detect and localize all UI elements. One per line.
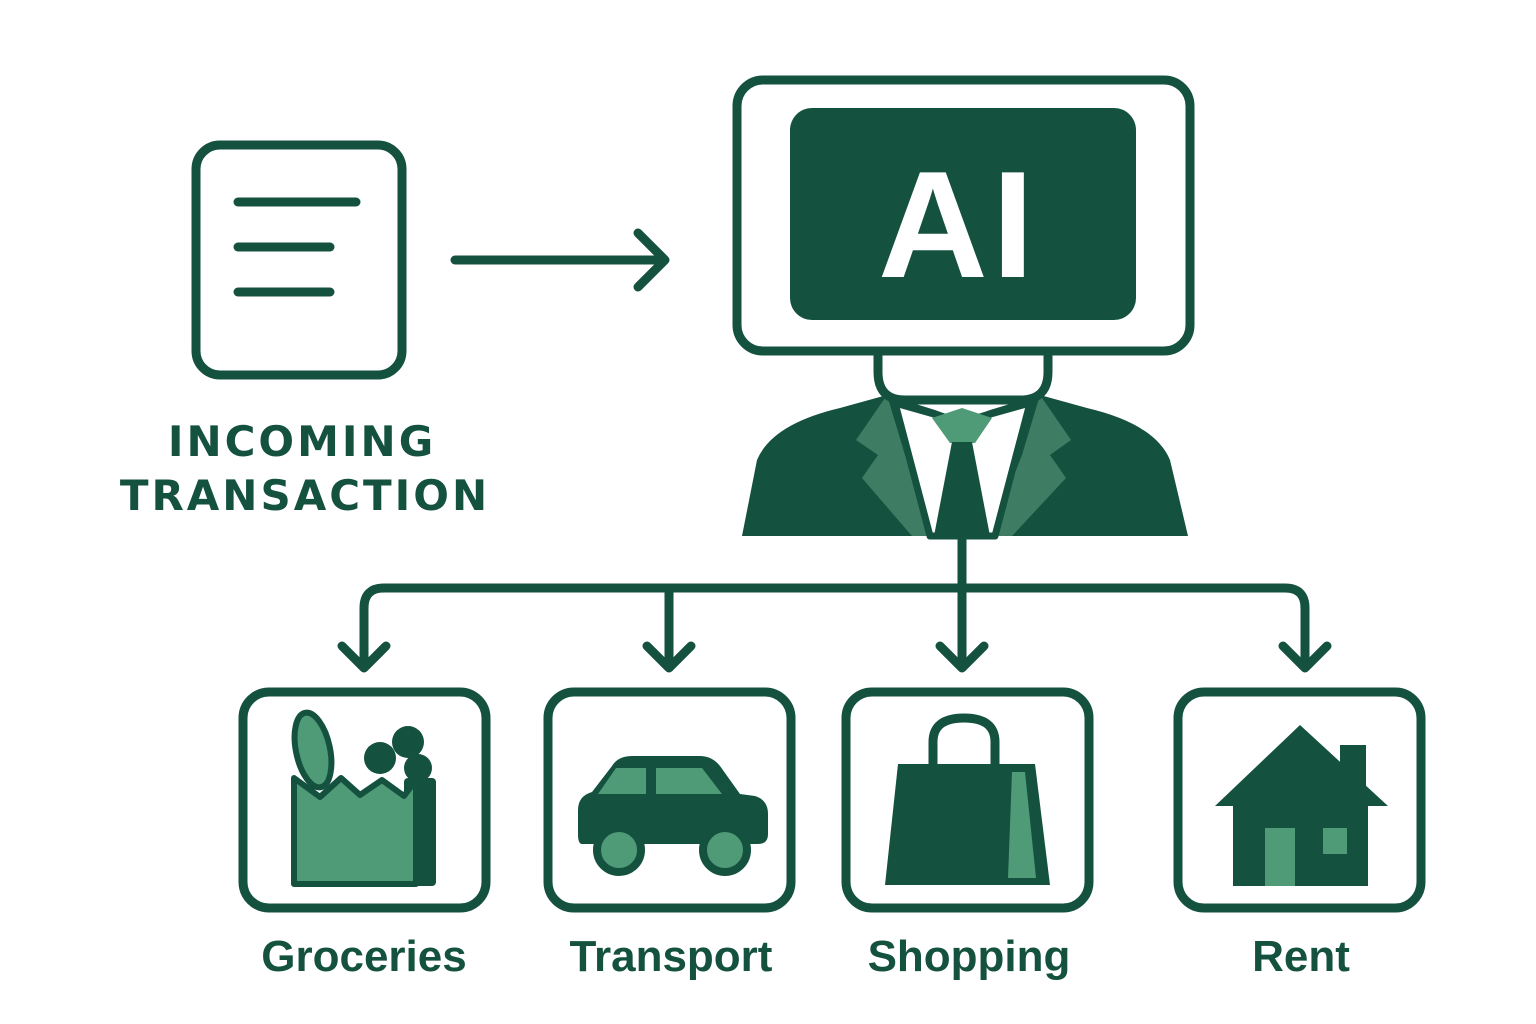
category-box-transport	[543, 687, 796, 913]
house-icon	[1215, 725, 1388, 886]
incoming-caption-line1: INCOMING	[168, 417, 436, 466]
category-box-groceries	[238, 687, 491, 913]
category-label-transport: Transport	[570, 932, 773, 981]
car-icon	[578, 756, 768, 876]
distribution-arrows	[337, 531, 1332, 673]
arrow-right-icon	[450, 228, 670, 292]
grocery-bag-icon	[291, 709, 436, 887]
shopping-bag-icon	[885, 713, 1050, 885]
category-label-rent: Rent	[1252, 932, 1350, 981]
category-label-shopping: Shopping	[868, 932, 1071, 981]
category-box-shopping	[841, 687, 1094, 913]
ai-agent-icon	[732, 75, 1195, 540]
ai-screen-label: AI	[878, 140, 1038, 310]
category-box-rent	[1173, 687, 1426, 913]
document-icon	[191, 140, 407, 380]
incoming-caption-line2: TRANSACTION	[120, 471, 490, 520]
category-label-groceries: Groceries	[261, 932, 466, 981]
